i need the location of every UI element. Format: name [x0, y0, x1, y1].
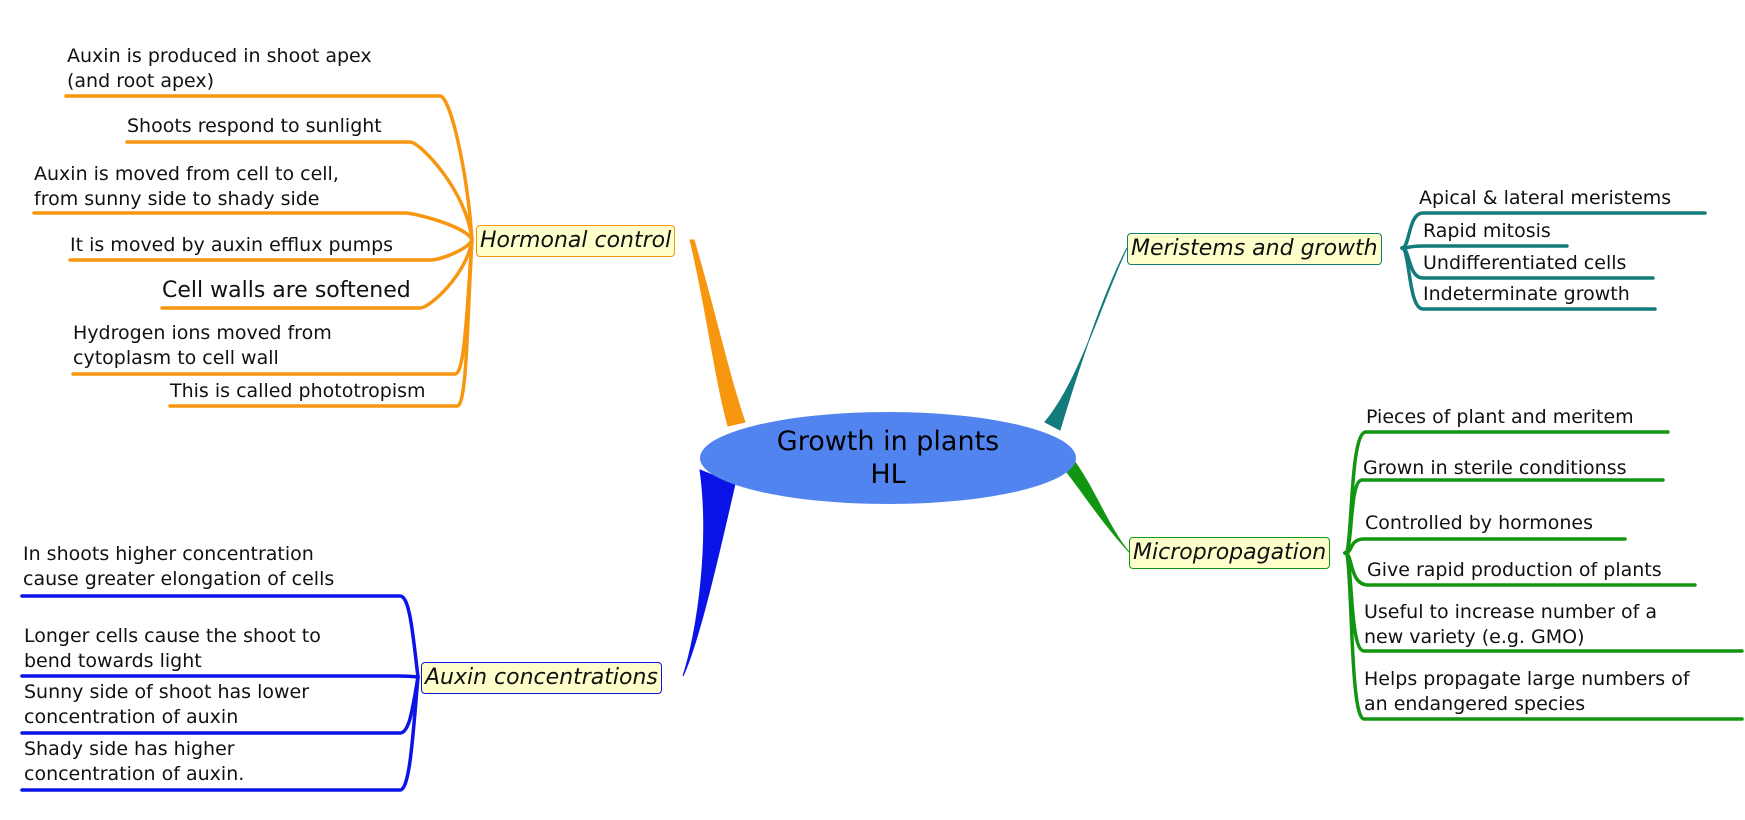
leaf-micro-3[interactable]: Controlled by hormones — [1365, 512, 1593, 534]
central-topic[interactable]: Growth in plants HL — [700, 412, 1076, 504]
topic-auxin-concentrations[interactable]: Auxin concentrations — [421, 662, 662, 694]
branch-micro — [1064, 461, 1130, 553]
leaf-auxin-3[interactable]: Sunny side of shoot has lower concentrat… — [24, 681, 310, 728]
connector-micro-2 — [1343, 478, 1665, 555]
leaf-hormonal-7[interactable]: This is called phototropism — [170, 380, 426, 402]
leaf-hormonal-4[interactable]: It is moved by auxin efflux pumps — [70, 234, 394, 256]
topic-hormonal-control[interactable]: Hormonal control — [476, 225, 676, 257]
topic-micropropagation[interactable]: Micropropagation — [1129, 537, 1331, 569]
leaf-auxin-4[interactable]: Shady side has higher concentration of a… — [24, 738, 245, 785]
connector-auxin-4 — [20, 675, 420, 792]
leaf-meristems-2[interactable]: Rapid mitosis — [1423, 220, 1551, 242]
leaf-auxin-1[interactable]: In shoots higher concentration cause gre… — [23, 543, 335, 590]
leaf-hormonal-1[interactable]: Auxin is produced in shoot apex (and roo… — [67, 45, 372, 92]
topic-micropropagation-label: Micropropagation — [1133, 540, 1327, 565]
leaf-auxin-2[interactable]: Longer cells cause the shoot to bend tow… — [24, 625, 321, 672]
topic-hormonal-control-label: Hormonal control — [480, 228, 672, 253]
connector-hormonal-1 — [64, 94, 474, 242]
central-topic-line2: HL — [870, 459, 906, 490]
topic-meristems-and-growth[interactable]: Meristems and growth — [1127, 233, 1382, 265]
connector-auxin-2 — [20, 674, 420, 679]
connector-hormonal-5 — [160, 238, 474, 310]
connector-hormonal-2 — [125, 140, 474, 242]
branch-auxin — [682, 469, 736, 677]
branch-meristems — [1044, 247, 1128, 431]
connector-meristems-2 — [1400, 244, 1569, 250]
leaf-micro-6[interactable]: Helps propagate large numbers of an enda… — [1364, 668, 1690, 715]
leaf-meristems-4[interactable]: Indeterminate growth — [1423, 283, 1630, 305]
leaf-hormonal-2[interactable]: Shoots respond to sunlight — [127, 115, 382, 137]
leaf-micro-2[interactable]: Grown in sterile conditionss — [1363, 457, 1627, 479]
leaf-meristems-1[interactable]: Apical & lateral meristems — [1419, 187, 1672, 209]
connector-micro-6 — [1343, 551, 1744, 721]
connector-auxin-1 — [20, 594, 420, 679]
leaf-hormonal-3[interactable]: Auxin is moved from cell to cell, from s… — [34, 163, 339, 210]
leaf-hormonal-6[interactable]: Hydrogen ions moved from cytoplasm to ce… — [73, 322, 332, 369]
leaf-micro-5[interactable]: Useful to increase number of a new varie… — [1364, 601, 1657, 648]
connector-micro-3 — [1343, 537, 1627, 555]
topic-meristems-label: Meristems and growth — [1131, 236, 1378, 261]
connector-hormonal-3 — [32, 211, 474, 242]
central-topic-line1: Growth in plants — [776, 426, 1000, 457]
branch-hormonal — [689, 239, 746, 427]
leaf-micro-4[interactable]: Give rapid production of plants — [1367, 559, 1662, 581]
connector-meristems-4 — [1400, 246, 1657, 311]
topic-auxin-concentrations-label: Auxin concentrations — [425, 665, 658, 690]
connector-hormonal-7 — [168, 238, 474, 408]
leaf-meristems-3[interactable]: Undifferentiated cells — [1423, 252, 1627, 274]
connector-hormonal-4 — [68, 238, 474, 262]
leaf-micro-1[interactable]: Pieces of plant and meritem — [1366, 406, 1634, 428]
leaf-hormonal-5[interactable]: Cell walls are softened — [162, 278, 411, 303]
